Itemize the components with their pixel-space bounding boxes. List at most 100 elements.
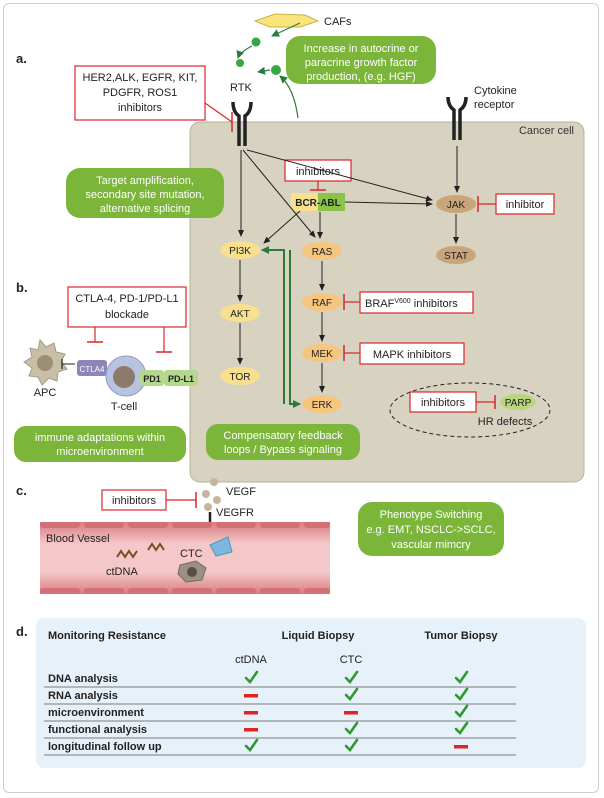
ras-node <box>302 242 342 260</box>
rtk-inhibition-line <box>204 102 233 123</box>
vegf-inhibitor-label: inhibitors <box>112 495 157 507</box>
immune-line-1: immune adaptations within <box>35 432 165 444</box>
stat-node <box>436 246 476 264</box>
cytokine-label-1: Cytokine <box>474 85 517 97</box>
checkpoint-line-1: CTLA-4, PD-1/PD-L1 <box>75 293 178 305</box>
table-row-label: functional analysis <box>48 724 147 736</box>
bcr-abl-to-jak-arrow <box>344 200 433 207</box>
parp-label: PARP <box>505 398 532 409</box>
bcr-abl-node-half <box>291 193 318 211</box>
bcr-abl-label: BCR-ABL <box>295 198 341 209</box>
dash-mark-icon <box>344 711 358 715</box>
ctc-label: CTC <box>180 548 203 560</box>
table-title: Monitoring Resistance <box>48 630 166 642</box>
feedback-arrow-to-erk <box>289 250 301 408</box>
check-mark-icon <box>344 687 359 702</box>
monitoring-table <box>36 618 586 768</box>
jak-inhibitor-label: inhibitor <box>506 199 545 211</box>
vegf-label: VEGF <box>226 486 256 498</box>
cancer-cell-label: Cancer cell <box>519 125 574 137</box>
pdl1-tag <box>164 370 198 386</box>
braf-inhibitor-main: BRAF <box>365 298 395 310</box>
pi3k-label: PI3K <box>229 246 251 257</box>
ctc-column-header: CTC <box>340 654 363 666</box>
cytokine-receptor <box>446 96 456 140</box>
t-cell-nucleus <box>113 366 135 388</box>
immune-line-2: microenvironment <box>56 446 143 458</box>
tor-node <box>220 367 260 385</box>
ctla4-label: CTLA4 <box>80 365 105 374</box>
checkpoint-line-2: blockade <box>105 309 149 321</box>
check-mark-icon <box>344 670 359 685</box>
vegfr-label: VEGFR <box>216 507 254 519</box>
feedback-box <box>206 424 360 460</box>
vegf-dot <box>202 490 210 498</box>
rtk-inhibitor-line-3: inhibitors <box>118 102 163 114</box>
caf-arrow <box>271 22 301 37</box>
feedback-arrow-to-pi3k <box>261 246 285 404</box>
blood-vessel-label: Blood Vessel <box>46 533 110 545</box>
braf-inhibitor-tail: inhibitors <box>411 298 459 310</box>
mapk-inhibitor-label: MAPK inhibitors <box>373 349 452 361</box>
ctdna-fragment <box>116 549 138 559</box>
target-amp-line-1: Target amplification, <box>96 175 194 187</box>
phenotype-line-2: e.g. EMT, NSCLC->SCLC, <box>366 524 495 536</box>
target-amp-line-3: alternative splicing <box>100 203 191 215</box>
apc-nucleus <box>37 355 53 371</box>
mapk-inhibitor-box <box>359 342 465 365</box>
jak-label: JAK <box>447 200 466 211</box>
gf-arrow <box>236 45 253 59</box>
braf-inhibitor-sup: V600 <box>394 298 410 305</box>
caf-cell <box>253 13 320 28</box>
apc-label: APC <box>34 387 57 399</box>
vegf-dot <box>204 503 212 511</box>
growth-factor-dot <box>236 59 244 67</box>
phenotype-line-3: vascular mimcry <box>391 539 471 551</box>
ctla4-tag <box>77 360 107 376</box>
ctdna-column-header: ctDNA <box>235 654 267 666</box>
rtk-inhibitor-line-1: HER2,ALK, EGFR, KIT, <box>83 72 198 84</box>
gf-arrow <box>279 75 299 119</box>
rtk-inhibitor-line-2: PDGFR, ROS1 <box>103 87 178 99</box>
table-row-label: microenvironment <box>48 707 144 719</box>
rtk-label: RTK <box>230 82 252 94</box>
dash-mark-icon <box>244 711 258 715</box>
erk-node <box>302 395 342 413</box>
pi3k-node <box>220 241 260 259</box>
target-amplification-box <box>66 168 224 218</box>
hr-defects-label: HR defects <box>478 416 533 428</box>
growth-factor-line-2: paracrine growth factor <box>305 57 418 69</box>
t-cell-label: T-cell <box>111 401 137 413</box>
check-mark-icon <box>244 670 259 685</box>
check-mark-icon <box>344 738 359 753</box>
braf-inhibitor-box <box>359 291 474 314</box>
jak-node <box>436 195 476 213</box>
stat-label: STAT <box>444 251 468 262</box>
vegf-dot <box>210 478 218 486</box>
check-mark-icon <box>244 738 259 753</box>
growth-factor-dot <box>271 65 281 75</box>
vessel-cells-bottom <box>40 588 330 594</box>
rtk-inhibitor-box <box>74 65 206 121</box>
raf-node <box>302 293 342 311</box>
check-mark-icon <box>454 704 469 719</box>
gf-arrow <box>257 66 271 75</box>
check-mark-icon <box>454 721 469 736</box>
figure-frame <box>3 3 599 793</box>
mek-label: MEK <box>311 349 333 360</box>
pd1-tag <box>140 370 164 386</box>
growth-factor-dot <box>251 37 261 47</box>
ctdna-label: ctDNA <box>106 566 138 578</box>
vessel-cells-top <box>40 522 330 528</box>
parp-inhibitor-label: inhibitors <box>421 397 466 409</box>
panel-letter-d: d. <box>16 624 28 639</box>
check-mark-icon <box>454 670 469 685</box>
jak-inhibitor-box <box>495 193 555 215</box>
cytokine-label-2: receptor <box>474 99 515 111</box>
panel-letter-c: c. <box>16 483 27 498</box>
rtk-to-jak-arrow <box>246 149 433 202</box>
phenotype-switching-box <box>358 502 504 556</box>
cytokine-receptor <box>458 96 468 140</box>
panel-letter-a: a. <box>16 51 27 66</box>
phenotype-line-1: Phenotype Switching <box>380 509 483 521</box>
